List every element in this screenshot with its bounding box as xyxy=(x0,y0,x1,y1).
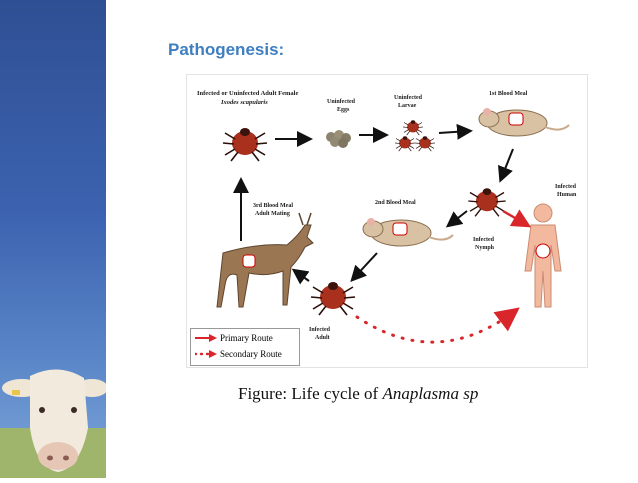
infected-nymph-tick-icon xyxy=(467,187,507,217)
label-third-meal: 3rd Blood Meal xyxy=(253,203,293,209)
label-second-meal: 2nd Blood Meal xyxy=(375,200,416,206)
deer-icon xyxy=(216,212,314,308)
legend-primary-row: Primary Route xyxy=(195,333,273,343)
larvae-icon xyxy=(394,119,436,152)
label-first-meal: 1st Blood Meal xyxy=(489,91,528,97)
label-infected-human: Infected xyxy=(555,184,577,190)
label-larvae: Uninfected xyxy=(394,95,423,101)
caption-prefix: Figure: Life cycle of xyxy=(238,384,383,403)
adult-female-tick-icon xyxy=(222,127,268,162)
label-adult-female-species: Ixodes scapularis xyxy=(220,99,268,106)
primary-route-arrow xyxy=(502,209,532,228)
label-eggs-2: Eggs xyxy=(337,107,350,113)
label-infected-nymph: Infected xyxy=(473,237,495,243)
diagram-legend: Primary Route Secondary Route xyxy=(190,328,300,366)
label-adult-female: Infected or Uninfected Adult Female xyxy=(197,90,298,97)
infected-adult-tick-icon xyxy=(310,281,356,316)
secondary-route-arrow xyxy=(355,307,520,344)
legend-primary-label: Primary Route xyxy=(220,333,273,343)
label-eggs: Uninfected xyxy=(327,99,356,105)
label-human: Human xyxy=(557,192,577,198)
figure-caption: Figure: Life cycle of Anaplasma sp xyxy=(238,384,478,404)
label-larvae-2: Larvae xyxy=(398,103,417,109)
side-panel xyxy=(0,0,108,478)
label-nymph: Nymph xyxy=(475,245,495,251)
legend-secondary-label: Secondary Route xyxy=(220,349,282,359)
first-meal-mouse-icon xyxy=(478,107,570,137)
life-cycle-diagram: Infected or Uninfected Adult Female Ixod… xyxy=(186,74,588,368)
cycle-arrows xyxy=(233,123,514,285)
eggs-icon xyxy=(326,130,351,148)
label-adult-mating: Adult Mating xyxy=(255,211,290,217)
caption-species: Anaplasma sp xyxy=(382,384,479,403)
label-infected-adult: Infected xyxy=(309,327,331,333)
second-meal-mouse-icon xyxy=(362,217,454,247)
human-icon xyxy=(524,203,562,308)
legend-secondary-row: Secondary Route xyxy=(195,349,282,359)
label-adult: Adult xyxy=(315,335,330,341)
cow-image xyxy=(0,358,108,478)
slide-title: Pathogenesis: xyxy=(168,40,285,59)
